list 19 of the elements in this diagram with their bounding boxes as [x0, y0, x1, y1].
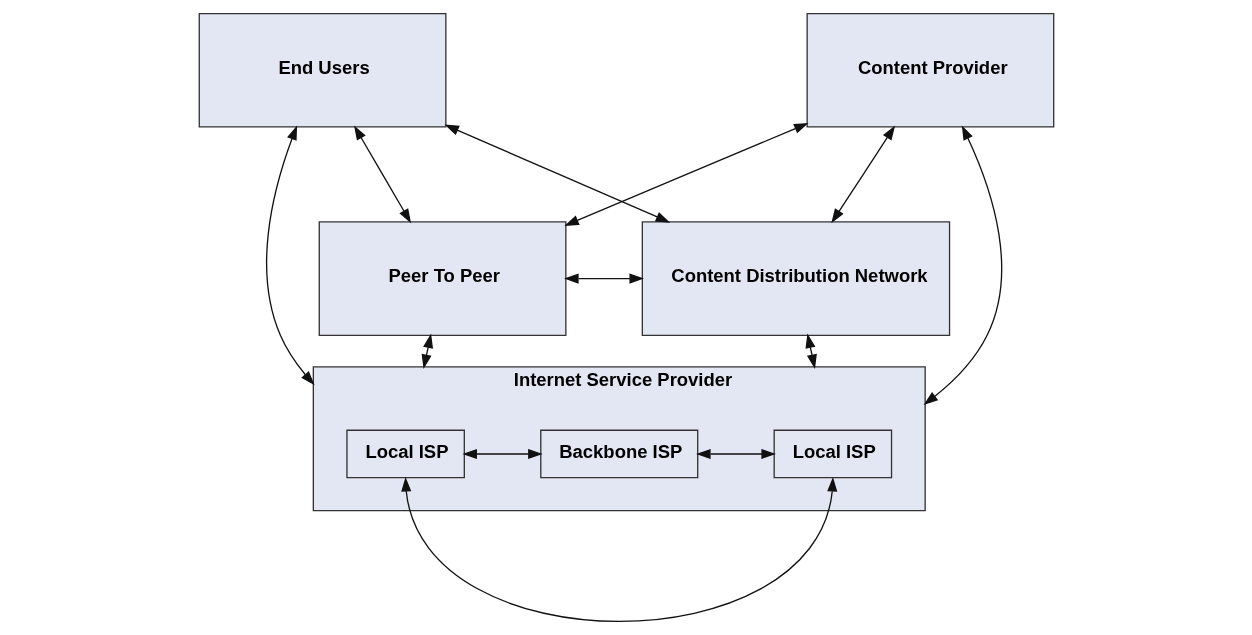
arrow [923, 125, 1002, 405]
node-box: Local ISP [773, 429, 892, 479]
arrow [563, 273, 644, 284]
node-box: End Users [198, 12, 446, 128]
arrow [421, 333, 433, 369]
node-box: Local ISP [345, 429, 465, 479]
arrow [353, 125, 411, 224]
arrow [804, 333, 817, 369]
arrow [443, 124, 670, 223]
node-box: Peer To Peer [318, 221, 566, 336]
arrow [563, 122, 809, 226]
arrow [265, 125, 315, 386]
arrow [695, 448, 776, 460]
arrow [830, 125, 895, 224]
node-box: Backbone ISP [539, 429, 698, 479]
node-box: Content Distribution Network [641, 221, 950, 336]
arrow [400, 477, 837, 623]
arrow [461, 448, 543, 460]
node-box: Content Provider [806, 12, 1054, 128]
